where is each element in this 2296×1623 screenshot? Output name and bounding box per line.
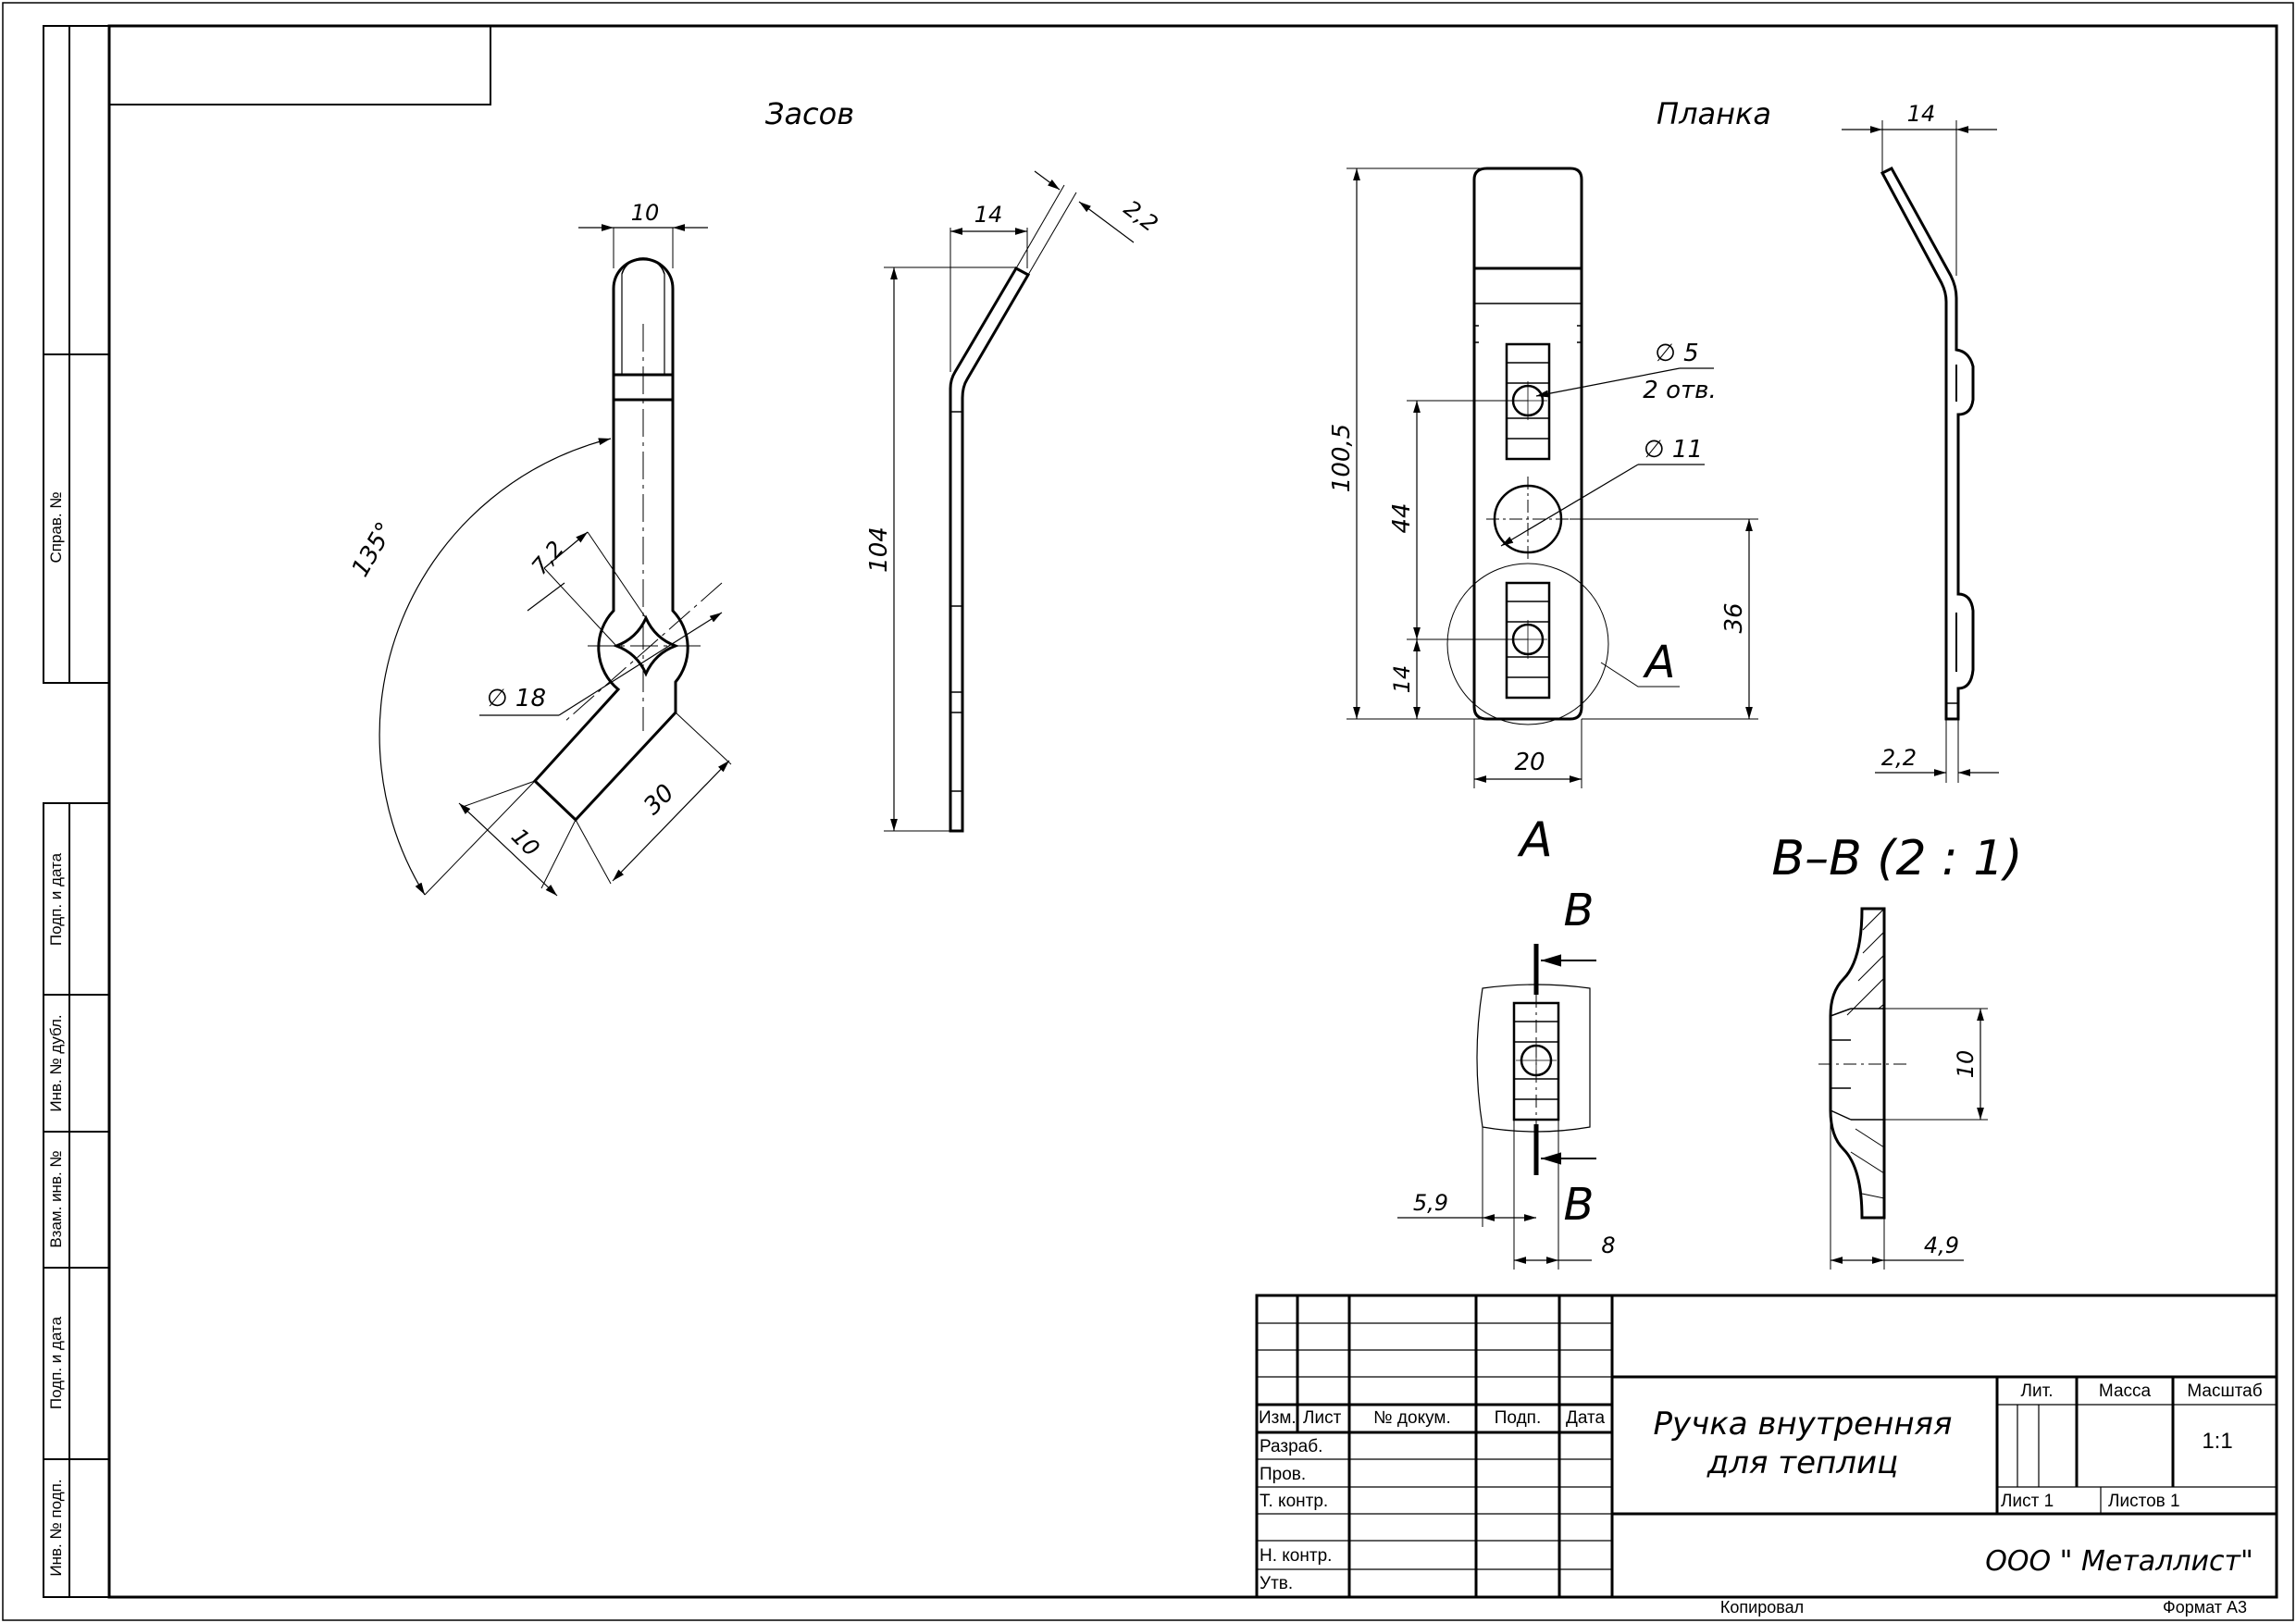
tb-row-utv: Утв. <box>1260 1574 1293 1593</box>
tb-scale-label: Масштаб <box>2187 1381 2262 1401</box>
tb-organization: ООО " Металлист" <box>1985 1545 2253 1578</box>
detail-a-dim-width: 8 <box>1601 1233 1615 1258</box>
planka-dim-hole-small-count: 2 отв. <box>1643 377 1716 404</box>
tb-header-izm: Изм. <box>1259 1408 1297 1428</box>
detail-a-title: А <box>1517 812 1553 868</box>
zasov-dim-key: 7,2 <box>527 536 569 579</box>
zasov-dim-hub: ∅ 18 <box>487 685 546 712</box>
zasov-dim-arm-length: 30 <box>639 779 680 821</box>
tb-header-doc: № докум. <box>1373 1408 1450 1428</box>
planka-side-dim-thickness: 2,2 <box>1881 745 1917 771</box>
planka-side-outline <box>1880 167 1975 721</box>
title-block <box>1255 1294 2278 1599</box>
footer-format: Формат А3 <box>2163 1598 2247 1617</box>
planka-title: Планка <box>1657 96 1771 131</box>
zasov-side-dim-thickness: 2,2 <box>1119 195 1162 237</box>
footer-copied: Копировал <box>1720 1598 1804 1617</box>
side-labels: Справ. № Подп. и дата Инв. № дубл. Взам.… <box>47 491 65 1576</box>
side-label-inv-podp: Инв. № подп. <box>47 1479 65 1576</box>
side-label-podp-2: Подп. и дата <box>47 1316 65 1409</box>
section-bb-view: В–В (2 : 1) 10 4,9 <box>1771 831 2023 1270</box>
planka-dim-hole-big: ∅ 11 <box>1644 436 1703 464</box>
side-label-sprav: Справ. № <box>47 491 65 563</box>
planka-dim-pitch: 44 <box>1388 502 1416 533</box>
tb-row-nkontr: Н. контр. <box>1260 1546 1332 1566</box>
zasov-key-hole <box>612 614 680 677</box>
planka-detail-mark: А <box>1643 637 1676 688</box>
side-label-podp-1: Подп. и дата <box>47 852 65 946</box>
planka-dim-center-height: 36 <box>1720 602 1748 633</box>
tb-row-prov: Пров. <box>1260 1465 1306 1484</box>
zasov-side-outline <box>949 266 1031 833</box>
planka-dim-bottom-offset: 14 <box>1389 665 1415 694</box>
planka-side-view: 14 2,2 <box>1842 101 1999 783</box>
tb-mass-label: Масса <box>2099 1381 2152 1401</box>
zasov-dim-arm-width: 10 <box>506 824 544 861</box>
planka-front-view: Планка А ∅ 5 <box>1328 96 1771 788</box>
zasov-dim-top-width: 10 <box>631 200 660 226</box>
tb-header-podp: Подп. <box>1495 1408 1541 1428</box>
zasov-title: Засов <box>765 96 854 131</box>
side-label-inv-dubl: Инв. № дубл. <box>47 1014 65 1111</box>
tb-header-list: Лист <box>1303 1408 1342 1428</box>
zasov-front-view: Засов 10 135° 7,2 ∅ 18 <box>346 96 854 897</box>
tb-sheets-label: Листов 1 <box>2108 1492 2180 1511</box>
planka-dim-total-height: 100,5 <box>1328 424 1356 492</box>
zasov-side-dim-height: 104 <box>865 527 893 573</box>
section-bb-dim-depth: 4,9 <box>1924 1233 1959 1258</box>
detail-a-view: А В В 5,9 8 <box>1397 812 1616 1270</box>
tb-scale-value: 1:1 <box>2202 1429 2232 1454</box>
tb-row-tkontr: Т. контр. <box>1260 1492 1328 1511</box>
planka-outline <box>1472 167 1583 721</box>
section-mark-top: В <box>1564 885 1595 936</box>
zasov-side-view: 104 14 2,2 <box>865 170 1162 833</box>
tb-row-razrab: Разраб. <box>1260 1437 1322 1456</box>
title-block-main: Ручка внутренняя для теплиц ООО " Металл… <box>1654 1406 2253 1578</box>
planka-dim-width: 20 <box>1514 749 1545 776</box>
tb-header-date: Дата <box>1566 1408 1606 1428</box>
tb-sheet-label: Лист 1 <box>2001 1492 2054 1511</box>
footer-text: Копировал Формат А3 <box>1720 1598 2247 1617</box>
planka-dim-hole-small: ∅ 5 <box>1655 340 1698 367</box>
tb-lit-label: Лит. <box>2021 1381 2054 1401</box>
side-label-vzam-inv: Взам. инв. № <box>47 1150 65 1247</box>
tb-name-line1: Ручка внутренняя <box>1654 1406 1953 1443</box>
zasov-dim-angle: 135° <box>346 517 399 581</box>
tb-name-line2: для теплиц <box>1706 1444 1898 1481</box>
title-block-text: Изм. Лист № докум. Подп. Дата Разраб. Пр… <box>1259 1381 2263 1593</box>
detail-a-dim-offset: 5,9 <box>1413 1190 1448 1216</box>
zasov-side-dim-offset: 14 <box>974 202 1003 228</box>
planka-side-dim-offset: 14 <box>1907 101 1936 127</box>
section-bb-outline <box>1829 907 1886 1220</box>
section-bb-title: В–В (2 : 1) <box>1771 831 2022 886</box>
section-bb-dim-height: 10 <box>1953 1050 1979 1079</box>
section-mark-bottom: В <box>1564 1179 1595 1231</box>
